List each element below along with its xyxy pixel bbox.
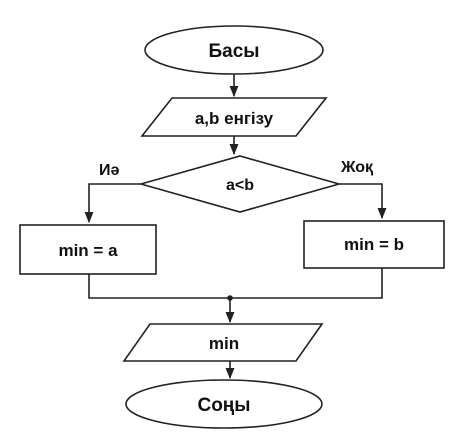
yes-process-label: min = a — [58, 241, 118, 260]
yes-process-box — [19, 224, 157, 275]
start-label: Басы — [208, 41, 259, 62]
edge-yes-merge — [88, 274, 230, 299]
start-terminal — [144, 25, 324, 75]
no-process-label: min = b — [344, 235, 404, 254]
end-label: Соңы — [197, 395, 250, 416]
edge-decision-yes — [84, 183, 141, 224]
decision-label: a<b — [226, 177, 254, 194]
input-parallelogram — [140, 97, 328, 137]
yes-label: Иә — [99, 162, 120, 179]
no-process-box — [303, 220, 445, 269]
no-label: Жоқ — [340, 159, 374, 176]
decision-diamond — [138, 155, 342, 213]
edge-no-merge — [230, 268, 383, 299]
edge-decision-no — [339, 183, 387, 220]
output-label: min — [209, 334, 239, 353]
output-parallelogram — [122, 323, 324, 362]
input-label: a,b енгізу — [195, 109, 274, 128]
connectors — [84, 74, 387, 380]
end-terminal — [125, 379, 323, 429]
